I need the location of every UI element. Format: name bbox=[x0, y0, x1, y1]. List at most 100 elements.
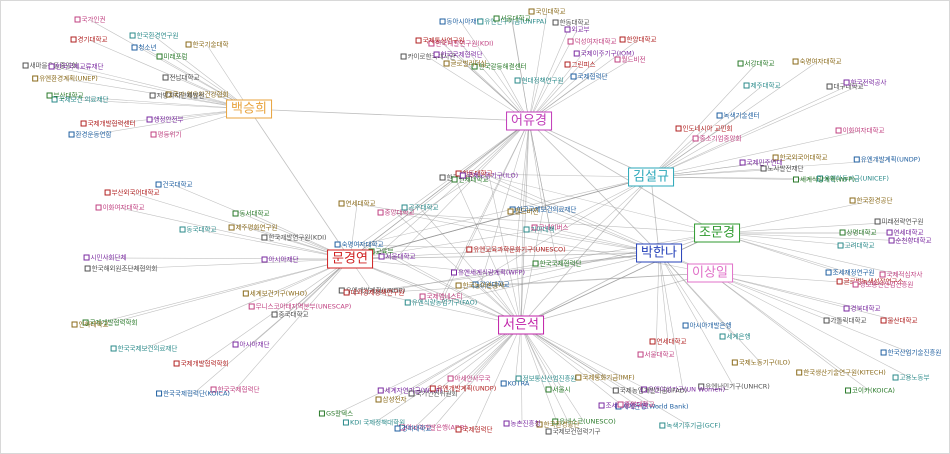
org-node-moon[interactable]: 아시아재단 bbox=[261, 256, 298, 264]
org-node-lee[interactable]: 가톨릭대학교 bbox=[823, 317, 866, 325]
person-hub-seo[interactable]: 서은석 bbox=[498, 315, 544, 335]
org-node-kim[interactable]: 세계식량계획(WFP) bbox=[792, 176, 855, 184]
org-node-shared[interactable]: 서울대학교 bbox=[378, 253, 415, 261]
org-node-baek[interactable]: 국제보건 의료재단 bbox=[51, 96, 108, 104]
org-node-baek[interactable]: 전남대학교 bbox=[162, 74, 199, 82]
org-node-seo[interactable]: 정보통신산업진흥원 bbox=[515, 375, 576, 383]
org-node-eo[interactable]: 국제이주기구(IOM) bbox=[573, 50, 634, 58]
org-node-jo[interactable]: 고려대학교 bbox=[837, 242, 874, 250]
org-node-kim[interactable]: 노사발전재단 bbox=[760, 165, 803, 173]
org-node-seo[interactable]: 아세안사무국 bbox=[447, 375, 490, 383]
org-node-kim[interactable]: 이화여자대학교 bbox=[835, 127, 884, 135]
org-node-lee[interactable]: 한국산업기술진흥원 bbox=[880, 349, 941, 357]
org-node-eo[interactable]: 한동대학교 bbox=[552, 19, 589, 27]
org-node-eo[interactable]: 유엔인구기금(UNFPA) bbox=[477, 18, 547, 26]
org-node-shared[interactable]: 유엔식량농업기구(FAO) bbox=[404, 299, 477, 307]
org-node-jo[interactable]: 국제적십자사 bbox=[879, 271, 922, 279]
org-node-seo[interactable]: 국제협력단 bbox=[455, 426, 492, 434]
org-node-eo[interactable]: 한양대학교 bbox=[619, 36, 656, 44]
org-node-seo[interactable]: 삼성전자 bbox=[375, 396, 406, 404]
org-node-moon[interactable]: 시민사회단체 bbox=[83, 254, 126, 262]
org-node-seo[interactable]: 유엔개발계획(UNDP) bbox=[429, 385, 496, 393]
org-node-jo[interactable]: 조세재정연구원 bbox=[825, 269, 874, 277]
org-node-eo[interactable]: 서울대학교 bbox=[493, 15, 530, 23]
org-node-eo[interactable]: 국제통상연구원 bbox=[415, 37, 464, 45]
org-node-shared[interactable]: 한국농어촌공사 bbox=[455, 282, 504, 290]
org-node-moon[interactable]: 한국국제협력단 bbox=[210, 386, 259, 394]
person-hub-baek[interactable]: 백승희 bbox=[226, 99, 272, 119]
org-node-baek[interactable]: 유엔환경계획(UNEP) bbox=[32, 75, 98, 83]
org-node-seo[interactable]: 서울시 bbox=[545, 386, 570, 394]
org-node-seo[interactable]: 조세재정연구원 bbox=[598, 402, 647, 410]
person-hub-eo[interactable]: 어유경 bbox=[506, 111, 552, 131]
org-node-moon[interactable]: 인하대학교 bbox=[71, 321, 108, 329]
org-node-kim[interactable]: 서강대학교 bbox=[737, 60, 774, 68]
org-node-shared[interactable]: 한국국제협력단 bbox=[532, 260, 581, 268]
org-node-shared[interactable]: 한국외대 bbox=[439, 174, 470, 182]
org-node-shared[interactable]: 국제엠네스티 bbox=[419, 293, 462, 301]
org-node-shared[interactable]: 유엔세계식량계획(WFP) bbox=[451, 269, 525, 277]
org-node-park[interactable]: 서울대학교 bbox=[637, 351, 674, 359]
org-node-seo[interactable]: 한국환경공단 bbox=[536, 421, 579, 429]
org-node-moon[interactable]: 한국국제보건의료재단 bbox=[110, 345, 177, 353]
org-node-kim[interactable]: 국제민주연대 bbox=[739, 159, 782, 167]
org-node-seo[interactable]: 국제농업개발기금(IFAD) bbox=[612, 387, 687, 395]
org-node-shared[interactable]: 중앙대학교 bbox=[377, 209, 414, 217]
org-node-moon[interactable]: 아시아재단 bbox=[232, 341, 269, 349]
org-node-shared[interactable]: 공주대학교 bbox=[401, 204, 438, 212]
org-node-jo[interactable]: 연세대학교 bbox=[886, 229, 923, 237]
org-node-eo[interactable]: 글로벌리더십 bbox=[443, 60, 486, 68]
person-hub-kim[interactable]: 김설규 bbox=[628, 167, 674, 187]
org-node-moon[interactable]: 건국대학교 bbox=[155, 181, 192, 189]
org-node-park[interactable]: 아시아개발은행 bbox=[682, 322, 731, 330]
org-node-seo[interactable]: 녹색기후기금(GCF) bbox=[659, 422, 721, 430]
org-node-moon[interactable]: 동서대학교 bbox=[232, 210, 269, 218]
org-node-baek[interactable]: 국제개발협력센터 bbox=[80, 120, 135, 128]
org-node-moon[interactable]: 한국개발연구원(KDI) bbox=[261, 234, 327, 242]
org-node-lee[interactable]: 울산대학교 bbox=[880, 317, 917, 325]
org-node-park[interactable]: 세계은행 bbox=[719, 333, 750, 341]
org-node-seo[interactable]: 유네스코(UNESCO) bbox=[552, 418, 616, 426]
person-hub-jo[interactable]: 조문경 bbox=[694, 223, 740, 243]
org-node-kim[interactable]: 대구대학교 bbox=[826, 83, 863, 91]
org-node-shared[interactable]: 숙명여자대학교 bbox=[334, 241, 383, 249]
org-node-seo[interactable]: 경희대학교 bbox=[394, 425, 431, 433]
org-node-shared[interactable]: 유엔교육과학문화기구(UNESCO) bbox=[466, 246, 566, 254]
org-node-baek[interactable]: 경기대학교 bbox=[70, 36, 107, 44]
org-node-moon[interactable]: 중국대학교 bbox=[271, 311, 308, 319]
org-node-shared[interactable]: 기아대책 bbox=[523, 226, 554, 234]
org-node-jo[interactable]: 글로벌녹색성장연구소 bbox=[836, 278, 903, 286]
org-node-baek[interactable]: 한국기술대학 bbox=[185, 41, 228, 49]
org-node-moon[interactable]: 부산외국어대학교 bbox=[104, 189, 159, 197]
org-node-moon[interactable]: 국제개발협력학회 bbox=[173, 360, 228, 368]
org-node-jo[interactable]: 미래전략연구원 bbox=[874, 218, 923, 226]
org-node-baek[interactable]: 행정안전부 bbox=[146, 116, 183, 124]
org-node-eo[interactable]: 동아시아재단 bbox=[439, 18, 482, 26]
org-node-eo[interactable]: 국민대학교 bbox=[528, 8, 565, 16]
org-node-seo[interactable]: 국제통화기금(IMF) bbox=[575, 374, 635, 382]
org-node-shared[interactable]: 인제대학교 bbox=[451, 176, 488, 184]
org-node-moon[interactable]: 동국대학교 bbox=[179, 226, 216, 234]
org-node-moon[interactable]: 제주평화연구원 bbox=[228, 224, 277, 232]
org-node-shared[interactable]: 월드비전 bbox=[507, 208, 538, 216]
org-node-baek[interactable]: 한국환경연구원 bbox=[129, 32, 178, 40]
org-node-eo[interactable]: 월드비전 bbox=[614, 56, 645, 64]
org-node-lee[interactable]: 코이카(KOICA) bbox=[845, 387, 895, 395]
org-node-eo[interactable]: 덕성여자대학교 bbox=[567, 38, 616, 46]
org-node-eo[interactable]: 한국개발연구원(KDI) bbox=[428, 40, 494, 48]
org-node-baek[interactable]: 부산대학교 bbox=[46, 92, 83, 100]
org-node-kim[interactable]: 중소기업중앙회 bbox=[692, 135, 741, 143]
org-node-seo[interactable]: 국가인권위원회 bbox=[408, 390, 457, 398]
org-node-kim[interactable]: 인도네시아 교민회 bbox=[675, 125, 732, 133]
org-node-shared[interactable]: 국제노동기구(ILO) bbox=[459, 172, 518, 180]
org-node-kim[interactable]: 녹색기술센터 bbox=[716, 112, 759, 120]
org-node-seo[interactable]: 국제보건협력기구 bbox=[545, 428, 600, 436]
org-node-seo[interactable]: 농촌진흥청 bbox=[503, 420, 540, 428]
org-node-baek[interactable]: 한국국제교류재단 bbox=[48, 63, 103, 71]
org-node-seo[interactable]: KDI 국제정책대학원 bbox=[342, 419, 405, 427]
org-node-eo[interactable]: 외교부 bbox=[564, 26, 589, 34]
org-node-eo[interactable]: 카이로한국대사관 bbox=[400, 53, 455, 61]
org-node-eo[interactable]: 현대정책연구원 bbox=[514, 77, 563, 85]
org-node-moon[interactable]: 한국국제협력단(KOICA) bbox=[156, 390, 230, 398]
org-node-eo[interactable]: 국제협력단 bbox=[570, 73, 607, 81]
